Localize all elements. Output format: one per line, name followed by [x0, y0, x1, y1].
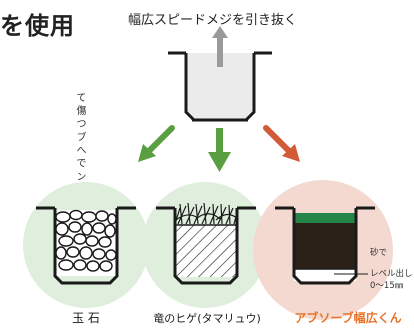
annotation-line-2: レベル出し	[370, 268, 413, 279]
caption-product: アブソーブ幅広くん	[294, 310, 401, 325]
arrow-right-down-icon	[263, 125, 300, 162]
caption-grass: 竜のヒゲ(タマリュウ)	[153, 311, 261, 325]
annotation-line-3: 0〜15㎜	[370, 281, 404, 291]
arrow-left-down-icon	[138, 125, 175, 162]
pit-stones	[36, 206, 136, 285]
pit-product	[275, 206, 375, 285]
arrow-up-icon	[212, 26, 228, 67]
side-vertical-text: て 傷 つ ブ へ で ン ら も	[74, 92, 85, 208]
top-label: 幅広スピードメジを引き抜く	[128, 13, 298, 28]
heading: を使用	[0, 12, 75, 40]
top-pit	[168, 51, 272, 122]
annotation-line-1: 砂で	[370, 247, 387, 258]
pit-grass	[156, 202, 256, 285]
caption-stones: 玉 石	[72, 311, 100, 325]
arrow-down-icon	[208, 128, 231, 172]
